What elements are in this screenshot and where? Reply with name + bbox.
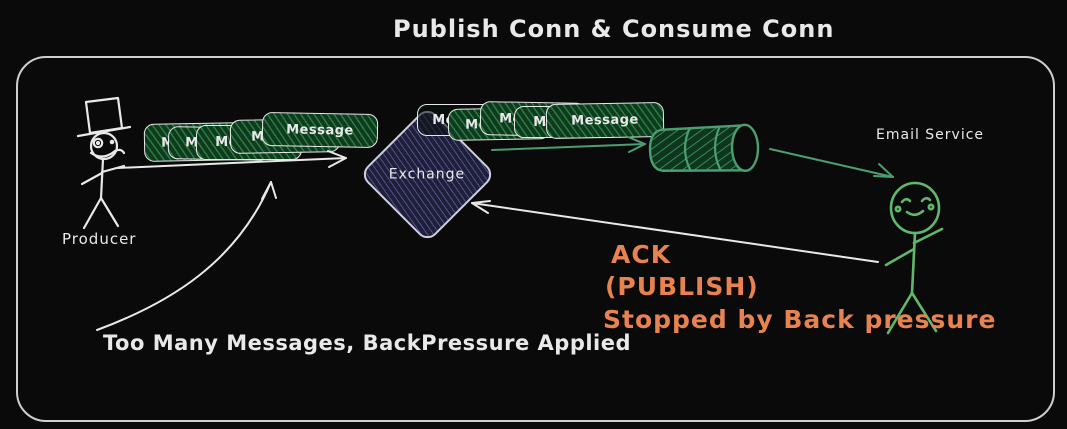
producer-body bbox=[99, 157, 105, 200]
email-service-label: Email Service bbox=[876, 127, 985, 143]
producer-label: Producer bbox=[62, 230, 137, 248]
diagram-frame bbox=[16, 56, 1055, 422]
exchange-to-queue-arrow bbox=[491, 136, 646, 153]
queue-segment-line bbox=[683, 127, 692, 172]
email-figure-left-leg bbox=[886, 291, 914, 335]
email-figure-cheek bbox=[894, 205, 902, 213]
ack-annotation: ACK bbox=[611, 240, 672, 269]
queue-body bbox=[648, 124, 747, 172]
email-service-figure-icon bbox=[884, 181, 944, 335]
hat-brim bbox=[76, 125, 132, 138]
email-figure-left-eye bbox=[900, 197, 912, 204]
backpressure-annotation: Too Many Messages, BackPressure Applied bbox=[103, 331, 632, 355]
producer-right-leg bbox=[99, 196, 120, 228]
mustache-icon bbox=[89, 148, 126, 158]
producer-left-arm bbox=[80, 171, 104, 186]
publish-annotation: (PUBLISH) bbox=[605, 272, 759, 301]
monocle-icon bbox=[92, 137, 104, 149]
queue-cylinder-icon bbox=[648, 123, 760, 172]
email-figure-smile bbox=[905, 209, 925, 217]
queue-segment-line bbox=[713, 125, 722, 171]
email-figure-cheek bbox=[927, 203, 935, 211]
stopped-by-backpressure-annotation: Stopped by Back pressure bbox=[603, 305, 997, 334]
backpressure-curved-arrow bbox=[96, 181, 277, 331]
producer-figure-icon bbox=[76, 96, 132, 230]
email-figure-left-arm bbox=[884, 247, 916, 267]
queue-to-email-arrow bbox=[769, 148, 894, 178]
email-figure-right-leg bbox=[910, 291, 938, 333]
diagram-title: Publish Conn & Consume Conn bbox=[393, 15, 835, 43]
publish-arrow bbox=[117, 150, 347, 169]
queue-open-end bbox=[730, 123, 760, 172]
producer-left-leg bbox=[82, 196, 103, 230]
producer-eye bbox=[109, 139, 115, 145]
email-figure-right-eye bbox=[920, 196, 932, 203]
ack-arrow bbox=[471, 200, 879, 263]
monocle-eye bbox=[95, 140, 101, 146]
email-figure-right-arm bbox=[912, 227, 944, 245]
